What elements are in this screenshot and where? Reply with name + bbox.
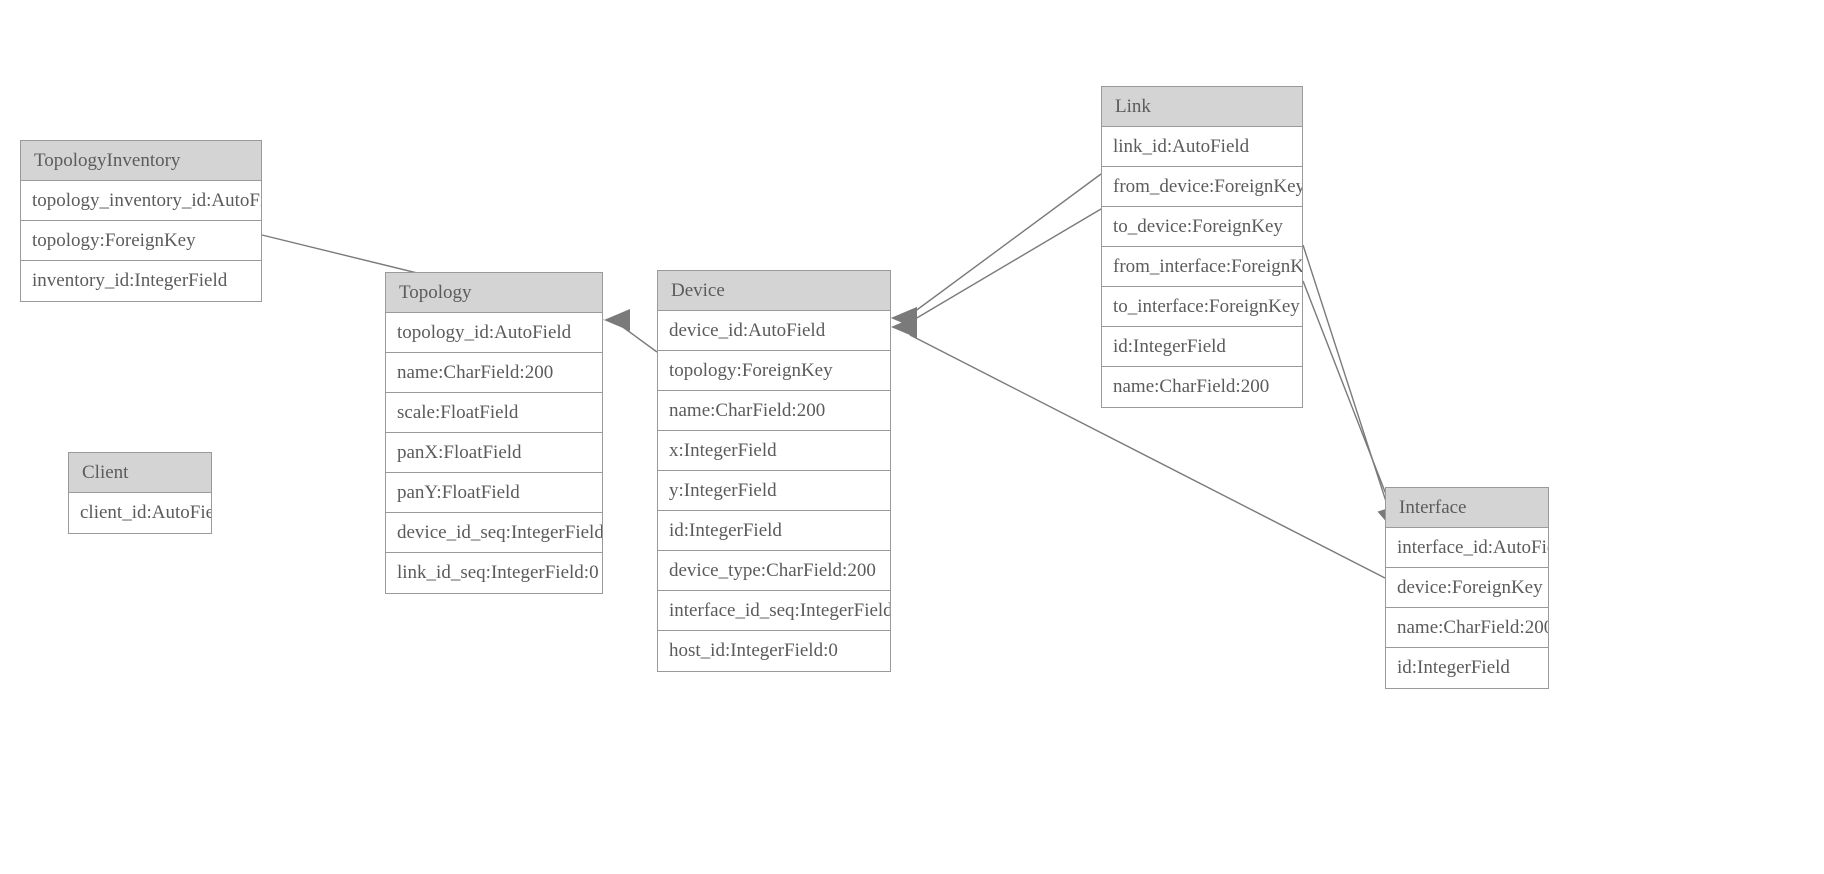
entity-title-link: Link bbox=[1102, 87, 1302, 127]
entity-field-link-1: from_device:ForeignKey bbox=[1102, 167, 1302, 207]
entity-title-client: Client bbox=[69, 453, 211, 493]
entity-field-topology_inventory-0: topology_inventory_id:AutoField bbox=[21, 181, 261, 221]
relationship-line bbox=[619, 324, 658, 353]
relationship-arrowhead bbox=[604, 309, 630, 331]
relationship-arrowhead bbox=[891, 307, 917, 329]
entity-title-interface: Interface bbox=[1386, 488, 1548, 528]
entity-field-topology-6: link_id_seq:IntegerField:0 bbox=[386, 553, 602, 593]
entity-field-link-5: id:IntegerField bbox=[1102, 327, 1302, 367]
entity-field-device-1: topology:ForeignKey bbox=[658, 351, 890, 391]
relationship-rel-link-todevice-device bbox=[891, 208, 1102, 329]
entity-field-link-4: to_interface:ForeignKey bbox=[1102, 287, 1302, 327]
entity-field-topology-5: device_id_seq:IntegerField:0 bbox=[386, 513, 602, 553]
entity-field-topology-0: topology_id:AutoField bbox=[386, 313, 602, 353]
entity-field-client-0: client_id:AutoField bbox=[69, 493, 211, 533]
entity-field-interface-3: id:IntegerField bbox=[1386, 648, 1548, 688]
entity-title-device: Device bbox=[658, 271, 890, 311]
entity-field-device-5: id:IntegerField bbox=[658, 511, 890, 551]
relationship-line bbox=[1302, 280, 1397, 521]
entity-field-link-2: to_device:ForeignKey bbox=[1102, 207, 1302, 247]
entity-field-link-0: link_id:AutoField bbox=[1102, 127, 1302, 167]
relationship-arrowhead bbox=[891, 307, 917, 329]
entity-field-interface-0: interface_id:AutoField bbox=[1386, 528, 1548, 568]
relationship-line bbox=[909, 208, 1102, 323]
entity-field-topology-1: name:CharField:200 bbox=[386, 353, 602, 393]
entity-title-topology_inventory: TopologyInventory bbox=[21, 141, 261, 181]
entity-field-interface-2: name:CharField:200 bbox=[1386, 608, 1548, 648]
entity-field-topology-4: panY:FloatField bbox=[386, 473, 602, 513]
relationship-line bbox=[909, 173, 1102, 316]
entity-field-device-2: name:CharField:200 bbox=[658, 391, 890, 431]
relationship-rel-device-topology bbox=[604, 309, 658, 353]
entity-field-device-3: x:IntegerField bbox=[658, 431, 890, 471]
entity-field-topology_inventory-2: inventory_id:IntegerField bbox=[21, 261, 261, 301]
entity-field-topology-3: panX:FloatField bbox=[386, 433, 602, 473]
relationship-arrowhead bbox=[891, 316, 917, 338]
entity-field-device-4: y:IntegerField bbox=[658, 471, 890, 511]
entity-field-interface-1: device:ForeignKey bbox=[1386, 568, 1548, 608]
entity-field-link-3: from_interface:ForeignKey bbox=[1102, 247, 1302, 287]
relationship-rel-link-fromdevice-device bbox=[891, 173, 1102, 329]
entity-field-topology-2: scale:FloatField bbox=[386, 393, 602, 433]
entity-interface[interactable]: Interfaceinterface_id:AutoFielddevice:Fo… bbox=[1385, 487, 1549, 689]
entity-field-topology_inventory-1: topology:ForeignKey bbox=[21, 221, 261, 261]
entity-field-device-7: interface_id_seq:IntegerField:0 bbox=[658, 591, 890, 631]
entity-field-link-6: name:CharField:200 bbox=[1102, 367, 1302, 407]
entity-title-topology: Topology bbox=[386, 273, 602, 313]
entity-field-device-6: device_type:CharField:200 bbox=[658, 551, 890, 591]
entity-field-device-0: device_id:AutoField bbox=[658, 311, 890, 351]
entity-field-device-8: host_id:IntegerField:0 bbox=[658, 631, 890, 671]
relationship-line bbox=[1302, 244, 1393, 521]
